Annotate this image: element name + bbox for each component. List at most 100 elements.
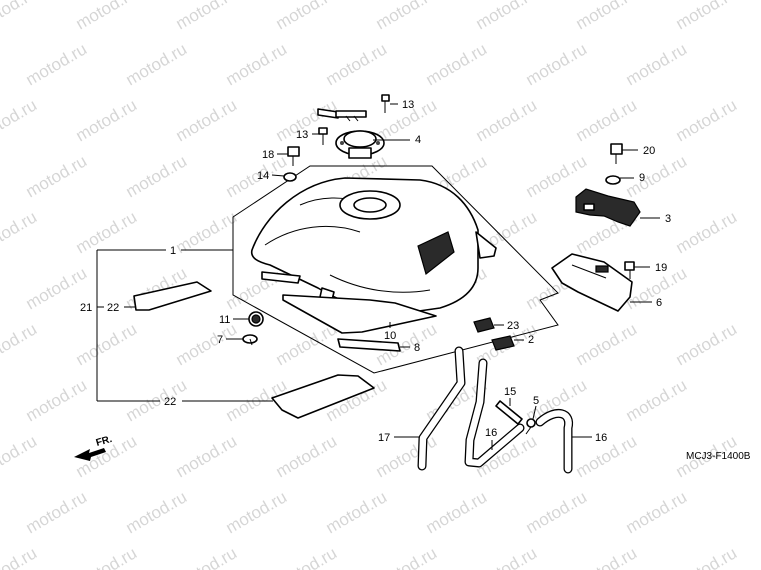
label-2: 2	[528, 334, 534, 346]
watermark-text: motod.ru	[0, 95, 40, 145]
watermark-text: motod.ru	[0, 0, 40, 33]
watermark-text: motod.ru	[273, 431, 341, 481]
clip-5	[525, 418, 536, 435]
watermark-text: motod.ru	[223, 487, 291, 537]
watermark-text: motod.ru	[423, 487, 491, 537]
bolt-13a	[381, 94, 390, 113]
watermark-text: motod.ru	[23, 39, 91, 89]
diagram-code: MCJ3-F1400B	[686, 451, 751, 462]
bracket-6	[551, 253, 633, 312]
label-14: 14	[257, 170, 269, 182]
label-18: 18	[262, 149, 274, 161]
part-23	[473, 317, 495, 333]
watermark-text: motod.ru	[573, 0, 641, 33]
watermark-text: motod.ru	[173, 431, 241, 481]
washer-14	[283, 172, 297, 182]
watermark-text: motod.ru	[23, 151, 91, 201]
hose-17	[417, 346, 466, 471]
watermark-text: motod.ru	[23, 375, 91, 425]
label-19: 19	[655, 262, 667, 274]
watermark-text: motod.ru	[73, 319, 141, 369]
label-7: 7	[217, 334, 223, 346]
watermark-text: motod.ru	[473, 543, 541, 570]
watermark-text: motod.ru	[123, 151, 191, 201]
part-15	[495, 400, 523, 425]
watermark-text: motod.ru	[523, 487, 591, 537]
label-20: 20	[643, 145, 655, 157]
label-22-lower: 22	[164, 396, 176, 408]
bolt-13b	[318, 127, 328, 145]
label-10: 10	[384, 330, 396, 342]
watermark-text: motod.ru	[0, 543, 40, 570]
watermark-text: motod.ru	[173, 319, 241, 369]
watermark-text: motod.ru	[323, 487, 391, 537]
watermark-text: motod.ru	[573, 543, 641, 570]
watermark-text: motod.ru	[0, 319, 40, 369]
label-13-upper: 13	[402, 99, 414, 111]
label-8: 8	[414, 342, 420, 354]
bolt-20	[610, 143, 623, 164]
bolt-19	[624, 261, 635, 279]
fr-arrow-icon: FR.	[74, 434, 114, 461]
fuel-tank	[250, 177, 497, 314]
watermark-text: motod.ru	[623, 151, 691, 201]
label-5: 5	[533, 395, 539, 407]
watermark-text: motod.ru	[573, 95, 641, 145]
bracket-3	[575, 188, 641, 227]
watermark-text: motod.ru	[673, 0, 741, 33]
watermark-text: motod.ru	[123, 39, 191, 89]
label-16-right: 16	[595, 432, 607, 444]
watermark-text: motod.ru	[323, 39, 391, 89]
label-13-lower: 13	[296, 129, 308, 141]
label-9: 9	[639, 172, 645, 184]
watermark-text: motod.ru	[673, 95, 741, 145]
label-6: 6	[656, 297, 662, 309]
label-16-left: 16	[485, 427, 497, 439]
watermark-text: motod.ru	[473, 0, 541, 33]
watermark-text: motod.ru	[23, 487, 91, 537]
watermark-text: motod.ru	[673, 319, 741, 369]
part-labels: 1 2 3 4 5 6 7 8 9 10 11 13 13 14 15 16 1…	[80, 99, 671, 444]
watermark-text: motod.ru	[623, 375, 691, 425]
fuel-cap	[335, 130, 385, 159]
watermark-text: motod.ru	[273, 0, 341, 33]
watermark-text: motod.ru	[623, 39, 691, 89]
watermark-text: motod.ru	[173, 543, 241, 570]
part-10	[282, 294, 437, 334]
watermark-text: motod.ru	[0, 431, 40, 481]
watermark-text: motod.ru	[673, 543, 741, 570]
part-8	[337, 338, 401, 352]
pad-22-upper	[133, 281, 212, 311]
watermark-text: motod.ru	[573, 319, 641, 369]
watermark-text: motod.ru	[123, 487, 191, 537]
part-2	[491, 335, 515, 351]
watermark-text: motod.ru	[223, 39, 291, 89]
hose-16a	[464, 358, 525, 468]
watermark-text: motod.ru	[673, 207, 741, 257]
label-3: 3	[665, 213, 671, 225]
fr-label: FR.	[95, 434, 114, 449]
watermark-text: motod.ru	[423, 39, 491, 89]
hose-16b	[535, 409, 574, 474]
watermark-text: motod.ru	[73, 543, 141, 570]
assembly-outline	[232, 165, 559, 374]
label-1: 1	[170, 245, 176, 257]
label-23: 23	[507, 320, 519, 332]
watermark-text: motod.ru	[123, 375, 191, 425]
label-22-upper: 22	[107, 302, 119, 314]
grommet-11	[248, 311, 264, 327]
label-17: 17	[378, 432, 390, 444]
watermark-text: motod.ru	[0, 207, 40, 257]
washer-9	[605, 175, 621, 185]
watermark-text: motod.ru	[73, 95, 141, 145]
watermark-text: motod.ru	[373, 543, 441, 570]
leader-lines	[96, 103, 660, 450]
pad-22-lower	[271, 374, 375, 419]
watermark-text: motod.ru	[473, 95, 541, 145]
label-15: 15	[504, 386, 516, 398]
watermark-text: motod.ru	[373, 0, 441, 33]
watermark-text: motod.ru	[523, 39, 591, 89]
screw-7	[242, 334, 258, 346]
